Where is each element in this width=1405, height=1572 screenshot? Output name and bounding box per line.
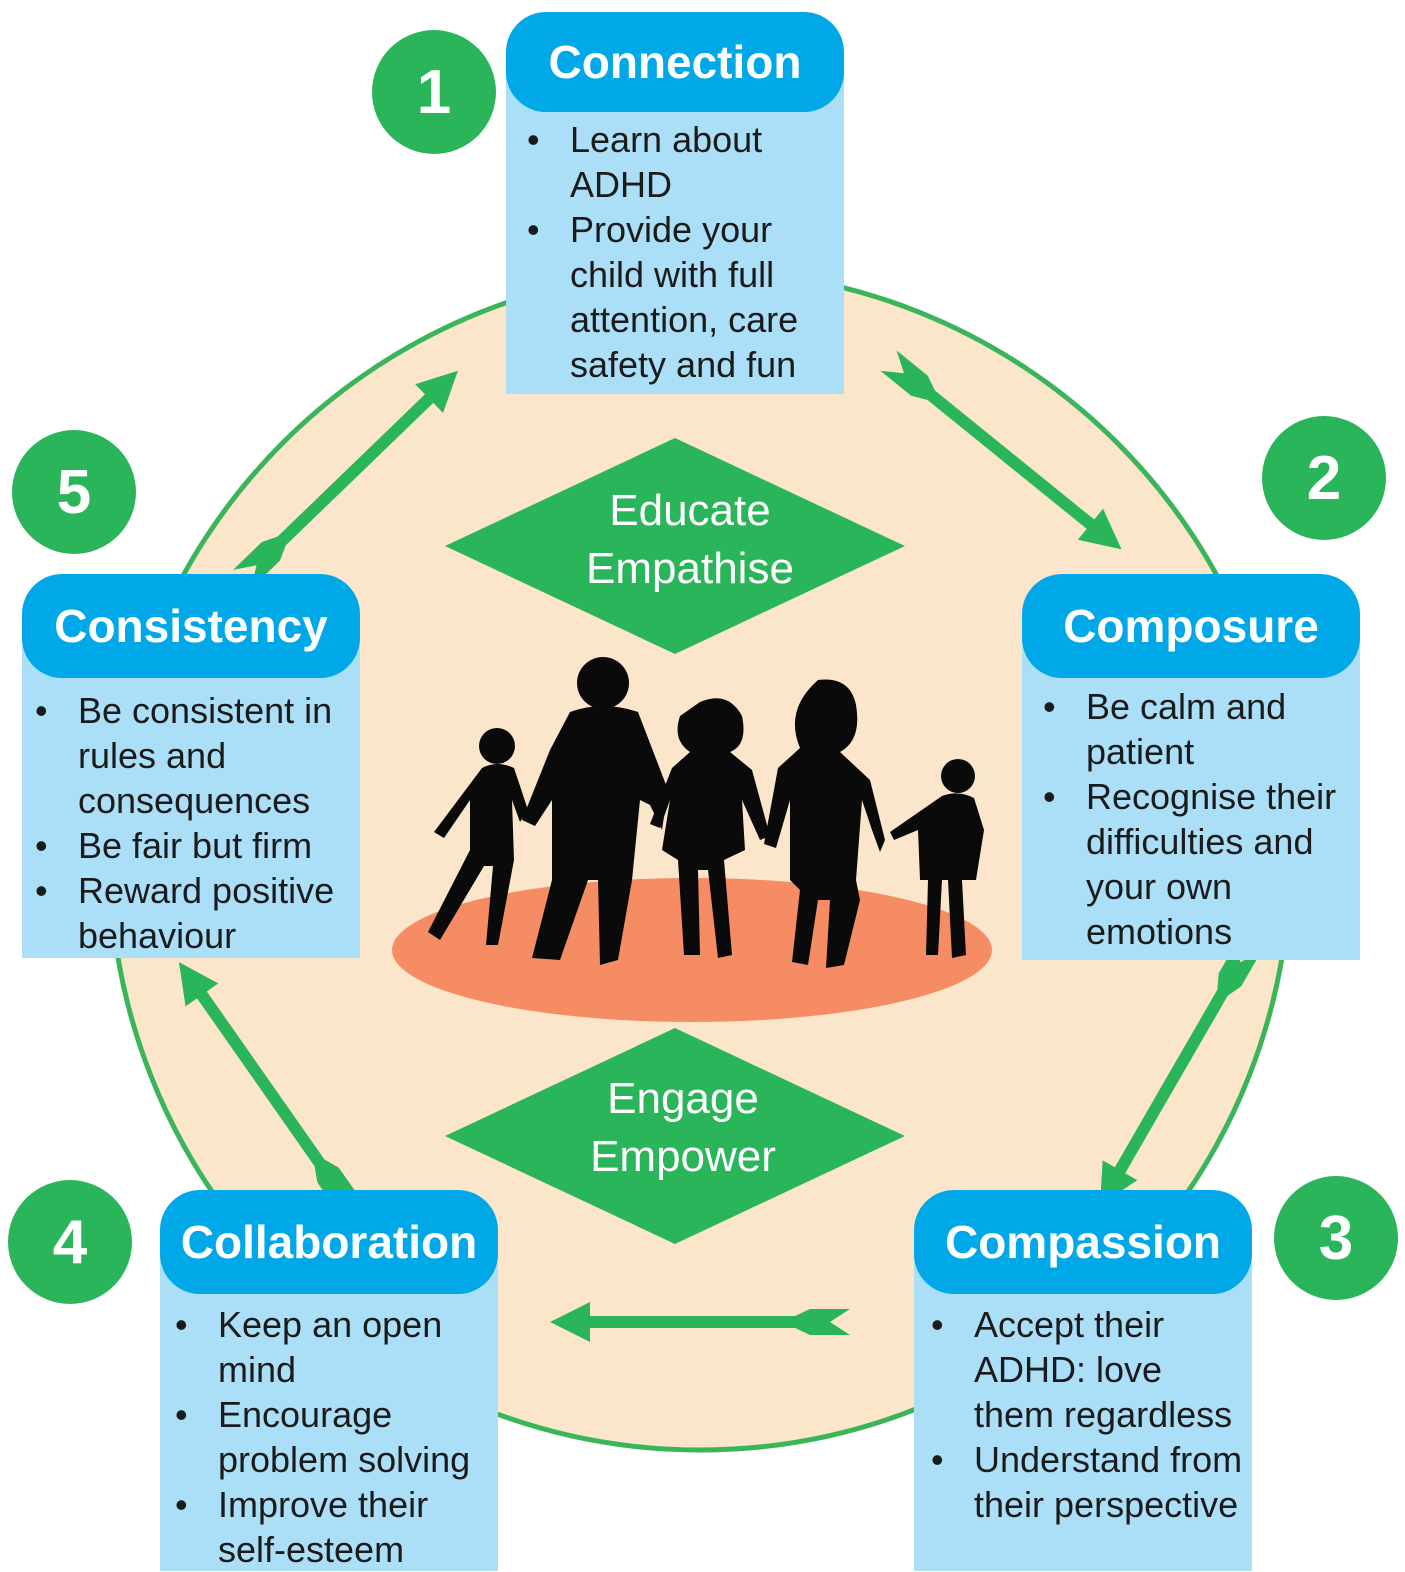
step-title-consistency: Consistency <box>22 574 360 678</box>
step-title-collaboration: Collaboration <box>160 1190 498 1294</box>
bullet-item: Be consistent in rules and consequences <box>26 688 360 823</box>
bullet-item: Encourage problem solving <box>166 1392 498 1482</box>
step-title-compassion: Compassion <box>914 1190 1252 1294</box>
bottom-diamond-text: Engage Empower <box>533 1070 833 1186</box>
top-diamond-text: Educate Empathise <box>540 482 840 598</box>
bullet-item: Accept their ADHD: love them regardless <box>922 1302 1252 1437</box>
step-body-consistency: Be consistent in rules and consequences … <box>22 626 360 958</box>
step-bullets-consistency: Be consistent in rules and consequences … <box>22 688 360 958</box>
step-bullets-composure: Be calm and patient Recognise their diff… <box>1022 684 1360 954</box>
bottom-diamond-line2: Empower <box>590 1132 776 1181</box>
top-diamond-line2: Empathise <box>586 544 794 593</box>
bullet-item: Recognise their difficulties and your ow… <box>1034 774 1360 954</box>
step-number-5: 5 <box>12 430 136 554</box>
bottom-diamond <box>445 1028 905 1244</box>
step-number-3: 3 <box>1274 1176 1398 1300</box>
step-body-compassion: Accept their ADHD: love them regardless … <box>914 1242 1252 1571</box>
step-body-collaboration: Keep an open mind Encourage problem solv… <box>160 1242 498 1571</box>
step-bullets-connection: Learn about ADHD Provide your child with… <box>506 117 844 387</box>
bullet-item: Understand from their perspective <box>922 1437 1252 1527</box>
step-body-composure: Be calm and patient Recognise their diff… <box>1022 626 1360 960</box>
bullet-item: Keep an open mind <box>166 1302 498 1392</box>
step-number-1: 1 <box>372 30 496 154</box>
bullet-item: Learn about ADHD <box>518 117 844 207</box>
step-number-2: 2 <box>1262 416 1386 540</box>
bullet-item: Reward positive behaviour <box>26 868 360 958</box>
top-diamond <box>445 438 905 654</box>
bullet-item: Improve their self-esteem <box>166 1482 498 1572</box>
family-silhouette-icon <box>428 657 984 968</box>
bottom-diamond-line1: Engage <box>607 1074 759 1123</box>
bullet-item: Provide your child with full attention, … <box>518 207 844 387</box>
step-bullets-collaboration: Keep an open mind Encourage problem solv… <box>160 1302 498 1572</box>
bullet-item: Be calm and patient <box>1034 684 1360 774</box>
step-number-4: 4 <box>8 1180 132 1304</box>
step-body-connection: Learn about ADHD Provide your child with… <box>506 62 844 394</box>
top-diamond-line1: Educate <box>609 486 771 535</box>
step-title-composure: Composure <box>1022 574 1360 678</box>
step-bullets-compassion: Accept their ADHD: love them regardless … <box>914 1302 1252 1527</box>
step-title-connection: Connection <box>506 12 844 112</box>
bullet-item: Be fair but firm <box>26 823 360 868</box>
